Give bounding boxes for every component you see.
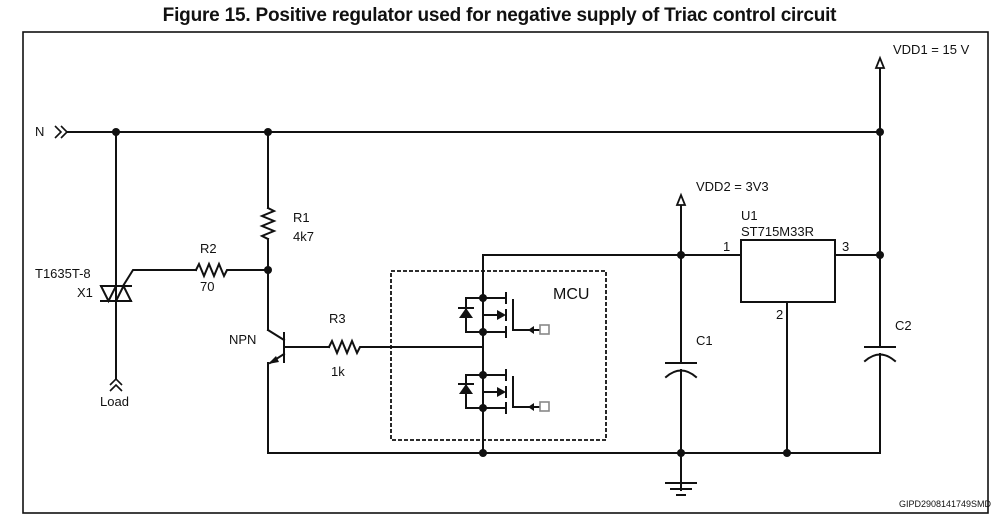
mcu-label: MCU [553, 286, 589, 303]
wire-vdd2 [482, 254, 741, 299]
supply-arrow-vdd2-icon [675, 192, 687, 206]
net-label-load: Load [100, 394, 129, 409]
r1-value: 4k7 [293, 229, 314, 244]
triac-part: T1635T-8 [35, 266, 91, 281]
r2-ref: R2 [200, 241, 217, 256]
u1-part: ST715M33R [741, 224, 814, 239]
triac-icon [99, 269, 197, 304]
r3-value: 1k [331, 364, 345, 379]
r2-value: 70 [200, 279, 214, 294]
regulator-u1 [740, 239, 836, 303]
net-label-neutral: N [35, 124, 44, 139]
u1-pin1: 1 [723, 239, 730, 254]
mosfet-low-icon [458, 369, 540, 414]
supply-arrow-vdd1-icon [874, 55, 886, 69]
c1-ref: C1 [696, 333, 713, 348]
r3-ref: R3 [329, 311, 346, 326]
figure-title: Figure 15. Positive regulator used for n… [162, 5, 837, 26]
npn-transistor-icon [266, 328, 330, 365]
npn-label: NPN [229, 332, 256, 347]
c2-ref: C2 [895, 318, 912, 333]
triac-ref: X1 [77, 285, 93, 300]
r1-ref: R1 [293, 210, 310, 225]
document-id: GIPD2908141749SMD [899, 499, 992, 509]
resistor-r1-icon [259, 206, 277, 241]
u1-pin2: 2 [776, 307, 783, 322]
net-label-vdd1: VDD1 = 15 V [893, 42, 970, 57]
resistor-r2-icon [194, 261, 269, 279]
resistor-r3-icon [327, 338, 484, 356]
junction [677, 251, 685, 259]
net-label-vdd2: VDD2 = 3V3 [696, 179, 769, 194]
mosfet-high-icon [458, 292, 540, 338]
mcu-pin-pad [539, 324, 550, 335]
connector-n-icon [54, 125, 69, 139]
mcu-pin-pad [539, 401, 550, 412]
figure-frame [22, 31, 989, 514]
u1-ref: U1 [741, 208, 758, 223]
junction [479, 449, 487, 457]
ground-icon [665, 482, 697, 496]
connector-load-icon [109, 377, 123, 392]
u1-pin3: 3 [842, 239, 849, 254]
